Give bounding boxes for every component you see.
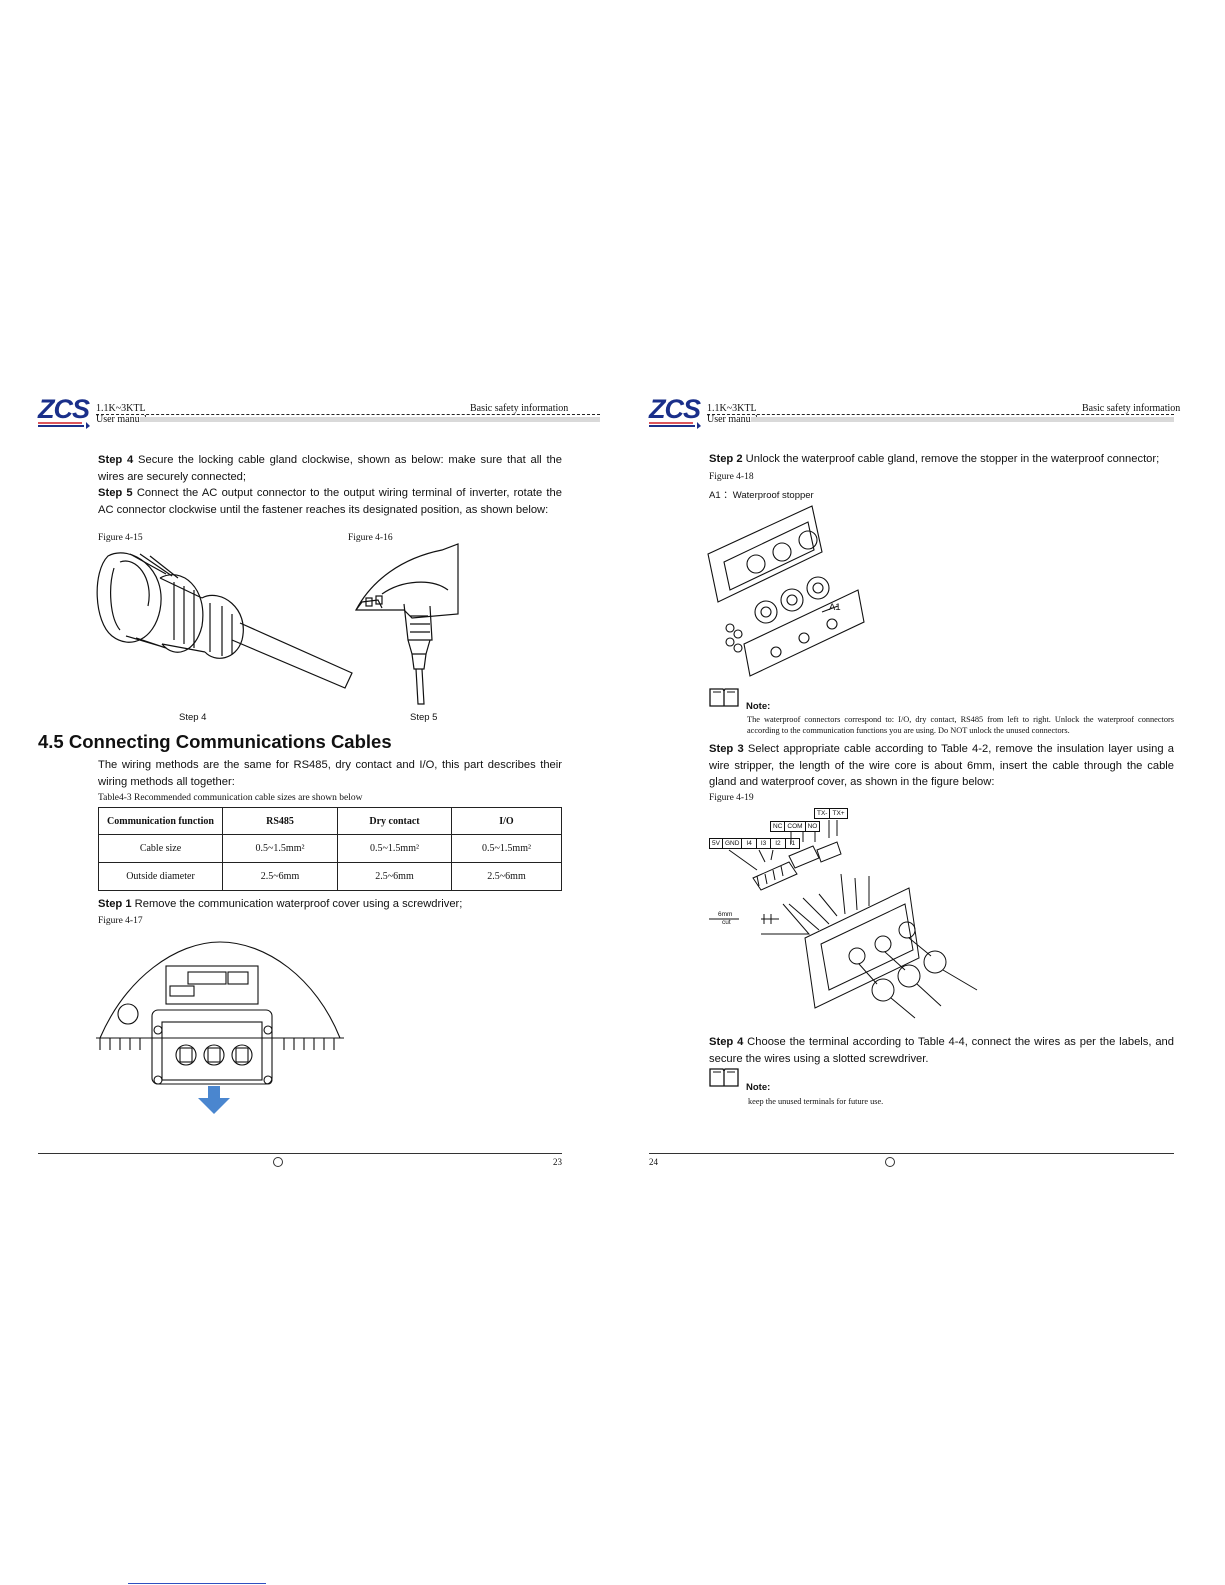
terminal-label: 5V (709, 838, 723, 849)
logo-swoosh-icon (649, 422, 701, 429)
figure-4-17-caption: Figure 4-17 (98, 916, 143, 926)
right-page: ZCS 1.1K~3KTL User manual Basic safety i… (612, 0, 1225, 1585)
footer-circle-icon (885, 1157, 895, 1167)
table-row: Cable size 0.5~1.5mm² 0.5~1.5mm² 0.5~1.5… (98, 834, 562, 863)
cut-sub-label: cut (722, 919, 731, 926)
header-manual: User manual (707, 414, 758, 425)
a1-tag: A1 (829, 602, 841, 613)
left-page: ZCS 1.1K~3KTL User manual Basic safety i… (0, 0, 612, 1585)
book-icon (709, 688, 739, 707)
cut-length-label: 6mm (718, 911, 733, 918)
table-cell: Cable size (98, 834, 223, 863)
table-row: Outside diameter 2.5~6mm 2.5~6mm 2.5~6mm (98, 862, 562, 891)
page-number: 24 (649, 1157, 658, 1167)
terminal-label: I4 (742, 838, 757, 849)
figure-step4-label: Step 4 (179, 712, 207, 723)
table-cell: Outside diameter (98, 862, 223, 891)
logo-swoosh-icon (38, 422, 90, 429)
terminal-label: NO (805, 821, 821, 832)
table-cell: 2.5~6mm (337, 862, 452, 891)
terminal-label: COM (785, 821, 806, 832)
figure-4-15-caption: Figure 4-15 (98, 533, 143, 543)
a1-legend: A1 ：Waterproof stopper (709, 490, 814, 501)
waterproof-stopper-figure (707, 505, 865, 677)
step5-paragraph: Step 5 Connect the AC output connector t… (98, 485, 562, 518)
header-model: 1.1K~3KTL (707, 403, 757, 414)
note-label: Note: (746, 701, 771, 712)
figure-4-16-caption: Figure 4-16 (348, 533, 393, 543)
figure-4-19-caption: Figure 4-19 (709, 793, 754, 803)
step4-paragraph: Step 4 Secure the locking cable gland cl… (98, 452, 562, 485)
terminal-label: I2 (771, 838, 786, 849)
step-label: Step 4 (98, 454, 134, 466)
step2-paragraph: Step 2 Unlock the waterproof cable gland… (709, 451, 1174, 468)
step-text: Connect the AC output connector to the o… (98, 487, 562, 516)
step-text: Choose the terminal according to Table 4… (709, 1036, 1174, 1065)
header-section: Basic safety information (1082, 403, 1181, 414)
terminal-label: GND (722, 838, 743, 849)
table-cell: 0.5~1.5mm² (337, 834, 452, 863)
brand-logo: ZCS (38, 394, 90, 424)
header-bar (751, 417, 1174, 422)
step-label: Step 3 (709, 743, 744, 755)
ac-connector-figure (96, 552, 353, 689)
terminal-label: I1 (785, 838, 801, 849)
header-section: Basic safety information (470, 403, 569, 414)
table-cell: 0.5~1.5mm² (222, 834, 338, 863)
footer-divider (38, 1153, 562, 1154)
footer-divider (649, 1153, 1174, 1154)
terminal-label: TX- (814, 808, 831, 819)
header-bar (140, 417, 600, 422)
step-text: Unlock the waterproof cable gland, remov… (742, 453, 1160, 465)
intro-paragraph: The wiring methods are the same for RS48… (98, 759, 562, 788)
step4-paragraph: Step 4 Choose the terminal according to … (709, 1034, 1174, 1067)
table-cell: 2.5~6mm (451, 862, 562, 891)
cable-size-table: Communication function RS485 Dry contact… (98, 807, 562, 891)
step-text: Remove the communication waterproof cove… (131, 898, 463, 910)
book-icon (709, 1068, 739, 1087)
note-text: keep the unused terminals for future use… (748, 1097, 884, 1106)
figure-4-18-caption: Figure 4-18 (709, 472, 754, 482)
comm-cover-figure (96, 941, 344, 1114)
brand-logo: ZCS (649, 394, 701, 424)
header-model: 1.1K~3KTL (96, 403, 146, 414)
step-label: Step 5 (98, 487, 133, 499)
step-text: Select appropriate cable according to Ta… (709, 743, 1174, 788)
terminal-label: I3 (756, 838, 772, 849)
step-label: Step 1 (98, 898, 132, 910)
terminal-labels-dry-contact: NC COM NO (770, 821, 821, 832)
step-label: Step 4 (709, 1036, 744, 1048)
note-label: Note: (746, 1082, 771, 1093)
terminal-label: NC (770, 821, 786, 832)
table-header-cell: Communication function (98, 807, 223, 835)
table-caption: Table4-3 Recommended communication cable… (98, 793, 363, 803)
page-number: 23 (553, 1157, 562, 1167)
inverter-terminal-figure (354, 543, 459, 705)
terminal-label: TX+ (830, 808, 848, 819)
step-text: Secure the locking cable gland clockwise… (98, 454, 562, 483)
step-label: Step 2 (709, 453, 743, 465)
table-cell: 2.5~6mm (222, 862, 338, 891)
table-cell: 0.5~1.5mm² (451, 834, 562, 863)
section-heading: 4.5 Connecting Communications Cables (38, 731, 392, 752)
table-header-cell: I/O (451, 807, 562, 835)
header-divider (96, 414, 600, 415)
step1-paragraph: Step 1 Remove the communication waterpro… (98, 896, 562, 913)
table-header-row: Communication function RS485 Dry contact… (98, 807, 562, 835)
down-arrow-icon (198, 1086, 230, 1114)
footer-circle-icon (273, 1157, 283, 1167)
header-divider (707, 414, 1174, 415)
figure-step5-label: Step 5 (410, 712, 438, 723)
cable-wiring-figure (709, 820, 978, 1019)
note-text: The waterproof connectors correspond to:… (747, 715, 1174, 735)
terminal-labels-io: 5V GND I4 I3 I2 I1 (709, 838, 801, 849)
table-header-cell: RS485 (222, 807, 338, 835)
bottom-link-rule (128, 1583, 266, 1584)
terminal-labels-rs485: TX- TX+ (814, 808, 848, 819)
header-manual: User manual (96, 414, 147, 425)
step3-paragraph: Step 3 Select appropriate cable accordin… (709, 741, 1174, 791)
table-header-cell: Dry contact (337, 807, 452, 835)
